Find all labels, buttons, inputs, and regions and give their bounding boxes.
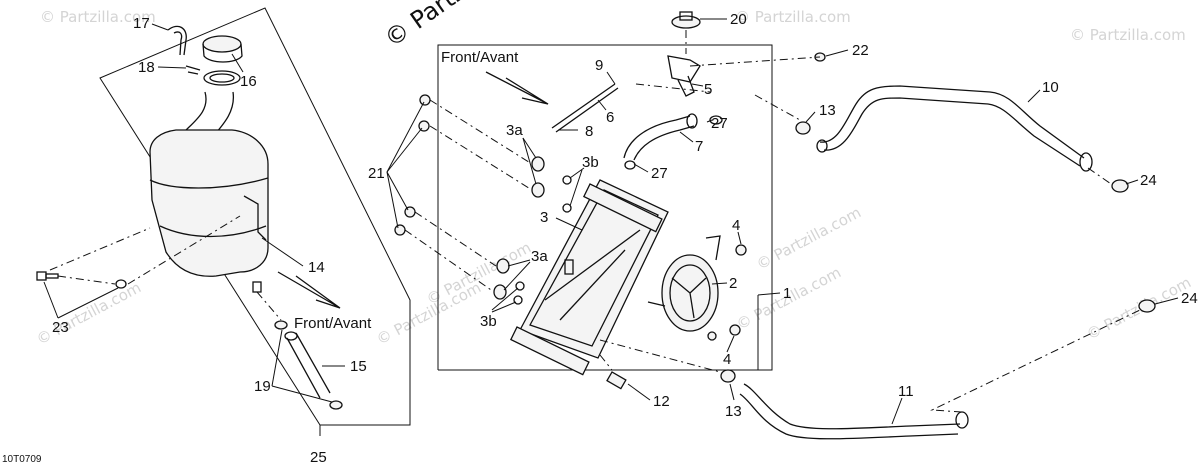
callout-22: 22 [852, 42, 869, 59]
hose-11 [739, 383, 969, 440]
expansion-tank-group [36, 25, 343, 410]
drain-hose-15 [284, 331, 343, 410]
nut-4 [735, 244, 747, 256]
callout-8: 8 [585, 123, 593, 140]
grommet-13 [720, 369, 736, 383]
hose-10 [816, 85, 1093, 172]
front-avant-note-left: Front/Avant [294, 315, 372, 332]
radiator-cap-20 [671, 11, 701, 29]
watermark-text: © Partzilla.com [1070, 26, 1186, 44]
clamp-24 [1138, 299, 1156, 313]
radiator-frame [437, 44, 773, 371]
tank-cap-16 [202, 35, 242, 53]
callout-18: 18 [138, 59, 155, 76]
callout-13-top: 13 [819, 102, 836, 119]
callout-24-top: 24 [1140, 172, 1157, 189]
bushing-3b [562, 175, 572, 185]
callout-13-bot: 13 [725, 403, 742, 420]
callout-21: 21 [368, 165, 385, 182]
callout-1: 1 [783, 285, 791, 302]
expansion-tank-frame [99, 7, 411, 426]
front-arrow-left [277, 271, 341, 309]
watermark-text: © Partzilla.com [423, 238, 534, 308]
callout-24-bot: 24 [1181, 290, 1198, 307]
clamp-24 [1111, 179, 1129, 193]
callout-labels: 17 18 16 14 23 15 19 25 21 3a 3b 3 3a 3b… [52, 11, 1198, 466]
callout-3a-top: 3a [506, 122, 523, 139]
vent-hose-17 [167, 25, 187, 56]
callout-12: 12 [653, 393, 670, 410]
cooling-fan-2 [647, 235, 721, 332]
callout-25: 25 [310, 449, 327, 466]
callout-27-mid: 27 [651, 165, 668, 182]
callout-19: 19 [254, 378, 271, 395]
washer-23 [115, 279, 127, 289]
tank-outlet [252, 281, 262, 293]
hose-7 [623, 115, 695, 161]
expansion-tank-14 [149, 129, 269, 277]
callout-16: 16 [240, 73, 257, 90]
watermark-text: © Partzilla.com [1083, 273, 1194, 343]
callout-15: 15 [350, 358, 367, 375]
callout-4-bot: 4 [723, 351, 731, 368]
callout-4-top: 4 [732, 217, 740, 234]
callout-20: 20 [730, 11, 747, 28]
grommet-3a [531, 156, 545, 172]
support-rod-6 [551, 83, 619, 133]
callout-3b-bot: 3b [480, 313, 497, 330]
callout-3: 3 [540, 209, 548, 226]
callout-5: 5 [704, 81, 712, 98]
leader-lines [43, 18, 1179, 436]
callout-3a-bot: 3a [531, 248, 548, 265]
filler-neck-5 [667, 55, 701, 97]
figure-code: 10T0709 [2, 454, 42, 465]
bolt-23 [36, 271, 59, 281]
radiator-core-3 [519, 179, 669, 359]
callout-11: 11 [898, 383, 914, 400]
bolt-21 [394, 94, 431, 236]
watermark-text: © Partzilla.com [753, 203, 864, 273]
callout-10: 10 [1042, 79, 1059, 96]
gasket [203, 70, 241, 86]
callout-3b-top: 3b [582, 154, 599, 171]
clamp-27 [709, 115, 723, 125]
front-arrow-top [485, 71, 549, 105]
watermark-text: © Partzilla.com [33, 278, 144, 348]
callout-7: 7 [695, 138, 703, 155]
radiator-group [394, 11, 826, 390]
callout-23: 23 [52, 319, 69, 336]
callout-17: 17 [133, 15, 150, 32]
clamp-18 [185, 65, 201, 75]
callout-2: 2 [729, 275, 737, 292]
front-avant-note-top: Front/Avant [441, 49, 519, 66]
callout-6: 6 [606, 109, 614, 126]
watermark-text: © Partzilla.com [40, 8, 156, 26]
callout-9: 9 [595, 57, 603, 74]
fitting-12 [606, 371, 627, 390]
clamp-19 [274, 320, 288, 330]
callout-14: 14 [308, 259, 325, 276]
watermark-text: © Partzilla.com [735, 8, 851, 26]
callout-27-top: 27 [711, 115, 728, 132]
